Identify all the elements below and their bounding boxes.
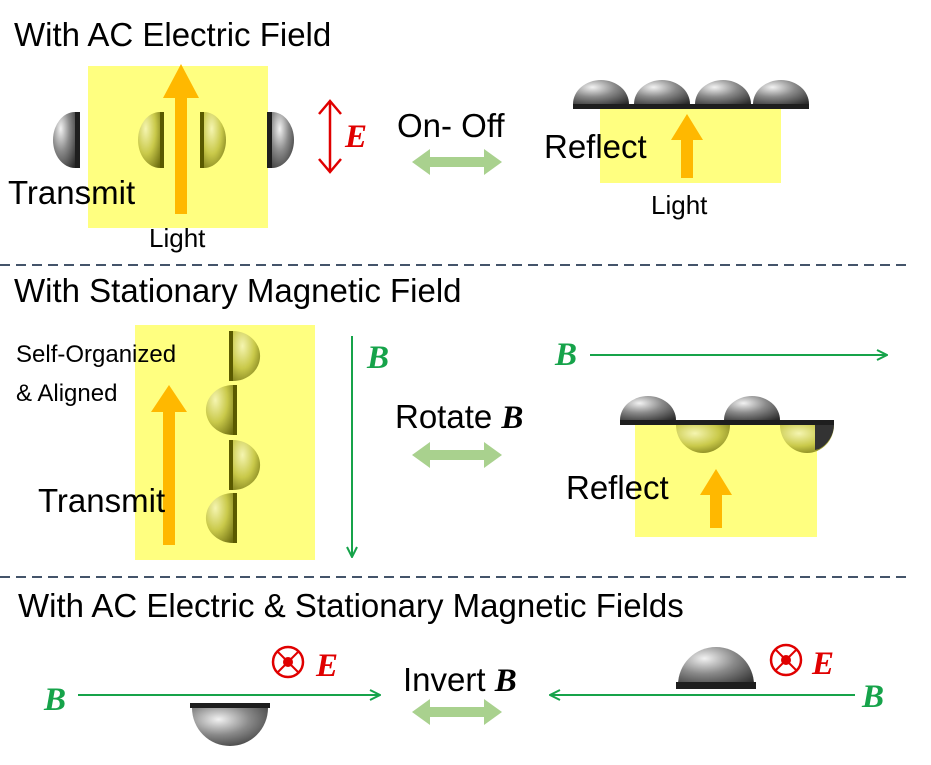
self-organized-label: Self-Organized [16, 341, 176, 368]
e-field-symbol-left-3: E [315, 648, 338, 684]
particle-dome-up [676, 647, 756, 689]
b-field-symbol-right-3: B [861, 679, 884, 715]
e-field-double-arrow [318, 99, 342, 174]
particle-dome-right [267, 112, 294, 168]
b-field-symbol-right: B [554, 337, 577, 373]
rotate-b-label: Rotate B [395, 398, 523, 436]
on-off-label: On- Off [397, 107, 505, 144]
particle-dome-down [190, 703, 270, 746]
switch-double-arrow [412, 149, 502, 175]
section-title-combined: With AC Electric & Stationary Magnetic F… [18, 587, 684, 624]
flipping-particle-row [620, 396, 834, 453]
transmit-label-magnetic: Transmit [38, 482, 165, 519]
light-arrow-magnetic [151, 385, 187, 545]
light-label-right: Light [651, 190, 708, 220]
invert-b-label: Invert B [403, 661, 517, 699]
aligned-particle-chain [205, 331, 261, 543]
b-field-symbol-left: B [366, 340, 389, 376]
particle-dome-row [573, 80, 809, 109]
e-field-symbol: E [344, 119, 367, 155]
light-window-magnetic-right [635, 425, 817, 537]
reflect-label-magnetic: Reflect [566, 469, 669, 506]
light-label-left: Light [149, 223, 206, 253]
rotate-double-arrow [412, 442, 502, 468]
invert-double-arrow [412, 699, 502, 725]
e-field-into-page-icon-left [271, 645, 305, 679]
b-field-symbol-left-3: B [43, 682, 66, 718]
particle-dome-yellow-right [200, 112, 226, 168]
light-arrow-reflect-magnetic [700, 469, 732, 528]
light-arrow-up [163, 64, 199, 214]
transmit-label: Transmit [8, 174, 135, 211]
section-title-ac-electric: With AC Electric Field [14, 16, 331, 53]
section-title-magnetic: With Stationary Magnetic Field [14, 272, 462, 309]
particle-dome-yellow-left [138, 112, 164, 168]
reflect-label: Reflect [544, 128, 647, 165]
e-field-symbol-right-3: E [811, 646, 834, 682]
light-arrow-reflect [671, 114, 703, 178]
aligned-label: & Aligned [16, 380, 117, 407]
particle-dome-left [53, 112, 80, 168]
e-field-into-page-icon-right [769, 643, 803, 677]
